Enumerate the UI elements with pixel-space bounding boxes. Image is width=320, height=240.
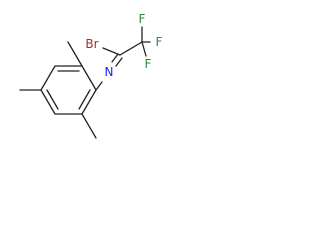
bond-cf-bottom <box>141 41 147 57</box>
bond-methyl-bottom <box>81 113 97 139</box>
structure-diagram: Br N F F F <box>19 12 163 139</box>
bond-ring-c4-c5 <box>40 89 56 115</box>
bond-c-br <box>102 47 121 56</box>
bond-ring-c6-c1 <box>81 89 97 115</box>
bonds <box>19 26 151 139</box>
atom-labels: Br N F F F <box>85 12 162 79</box>
bond-ring-c3-c4 <box>40 65 56 91</box>
bromine-label: Br <box>85 37 98 51</box>
bond-ring-inner-2 <box>46 89 59 110</box>
bond-methyl-top <box>67 41 83 67</box>
fluorine-label-bottom: F <box>145 57 152 71</box>
fluorine-label-top: F <box>139 12 146 26</box>
bond-ring-c1-c2 <box>81 65 97 91</box>
bond-n-c-double-a <box>111 53 119 63</box>
bond-n-c-double-b <box>115 57 123 67</box>
bond-c-cf3 <box>119 41 143 56</box>
fluorine-label-right: F <box>156 35 163 49</box>
bond-ring-n <box>95 81 103 91</box>
bond-ring-inner-3 <box>78 89 91 110</box>
nitrogen-label: N <box>105 65 114 79</box>
